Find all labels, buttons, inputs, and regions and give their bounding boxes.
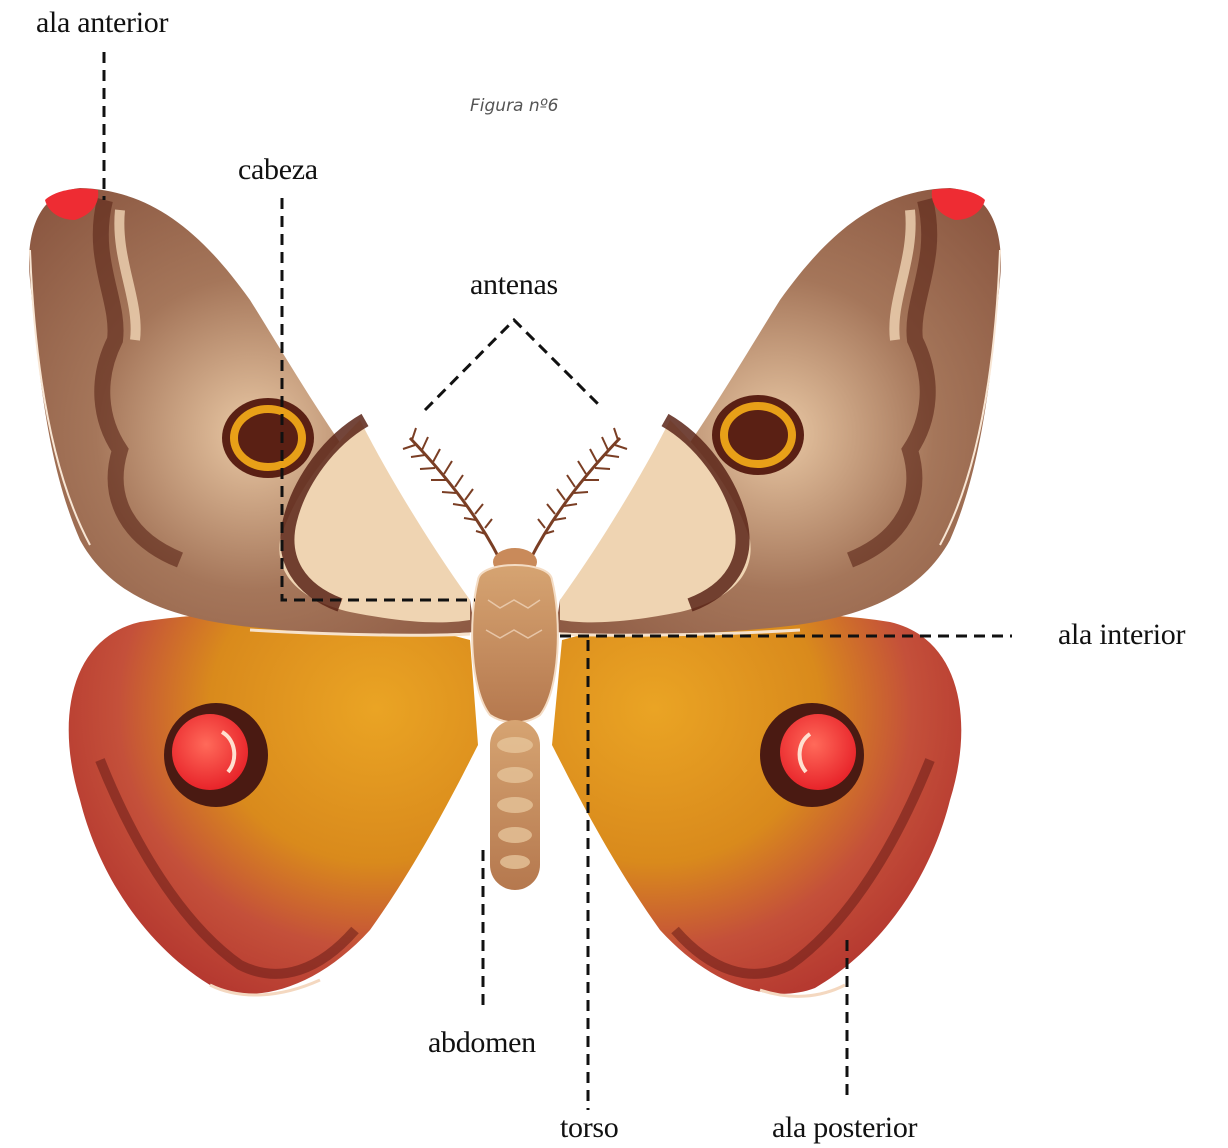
figure-caption: Figura nº6 — [470, 96, 558, 116]
forewing-right — [555, 188, 1001, 635]
label-ala-anterior: ala anterior — [36, 8, 168, 38]
moth-body — [472, 548, 558, 890]
forewing-left — [29, 188, 475, 635]
label-antenas: antenas — [470, 270, 558, 300]
label-ala-posterior: ala posterior — [772, 1113, 917, 1143]
label-ala-interior: ala interior — [1058, 620, 1185, 650]
leader-antenas — [425, 320, 598, 410]
label-abdomen: abdomen — [428, 1028, 536, 1058]
label-torso: torso — [560, 1113, 619, 1143]
antennae — [403, 428, 627, 560]
hindwing-right — [552, 614, 961, 997]
hindwing-left — [69, 614, 478, 995]
label-cabeza: cabeza — [238, 155, 318, 185]
